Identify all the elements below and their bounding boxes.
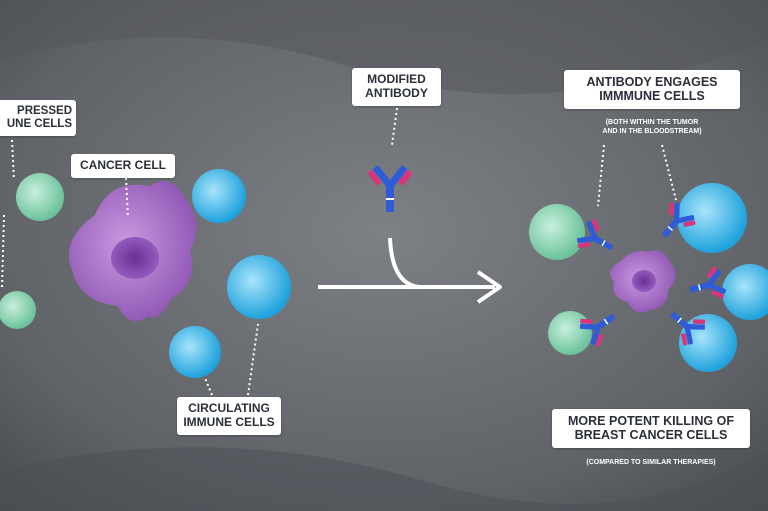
pointer-line: [391, 107, 398, 146]
circulating-immune-cell: [227, 255, 291, 319]
pointer-line: [597, 144, 605, 207]
label-line: CIRCULATING: [188, 401, 270, 415]
engaged-immune-cell: [548, 311, 592, 355]
label-line: ANTIBODY ENGAGES: [586, 75, 718, 89]
pointer-line: [1, 214, 5, 289]
label-line: PRESSED: [17, 105, 72, 117]
label-circulating-immune-cells: CIRCULATING IMMUNE CELLS: [177, 397, 281, 435]
pointer-line: [204, 377, 213, 396]
pointer-line: [11, 139, 15, 181]
engaged-immune-cell: [679, 314, 737, 372]
note-line: (BOTH WITHIN THE TUMOR: [605, 119, 699, 126]
label-more-potent-killing: MORE POTENT KILLING OF BREAST CANCER CEL…: [552, 409, 750, 448]
note-line: AND IN THE BLOODSTREAM): [602, 128, 702, 136]
process-arrow-head: [476, 270, 502, 304]
label-line: MORE POTENT KILLING OF: [568, 414, 734, 428]
label-line: CANCER CELL: [80, 158, 166, 172]
label-suppressed-immune-cells: PRESSED UNE CELLS: [0, 100, 76, 137]
label-cancer-cell: CANCER CELL: [71, 154, 175, 178]
label-line: BREAST CANCER CELLS: [574, 428, 728, 443]
note-engages: (BOTH WITHIN THE TUMOR AND IN THE BLOODS…: [572, 118, 732, 137]
circulating-immune-cell: [169, 326, 221, 378]
label-line: MODIFIED: [367, 72, 426, 86]
label-line: IMMUNE CELLS: [183, 414, 275, 429]
label-antibody-engages: ANTIBODY ENGAGES IMMMUNE CELLS: [564, 70, 740, 109]
small-cancer-cell-nucleus: [632, 270, 656, 292]
engaged-immune-cell: [722, 264, 768, 320]
suppressed-immune-cell: [16, 173, 64, 221]
circulating-immune-cell: [192, 169, 246, 223]
cancer-cell-nucleus: [111, 237, 159, 279]
note-killing: (COMPARED TO SIMILAR THERAPIES): [552, 458, 750, 467]
engaged-immune-cell: [529, 204, 585, 260]
label-line: UNE CELLS: [6, 118, 72, 131]
engaged-immune-cell: [677, 183, 747, 253]
note-line: (COMPARED TO SIMILAR THERAPIES): [586, 459, 716, 466]
suppressed-immune-cell: [0, 291, 36, 329]
pointer-line: [125, 177, 129, 219]
pointer-line: [247, 323, 259, 396]
label-line: ANTIBODY: [365, 85, 428, 100]
label-line: IMMMUNE CELLS: [599, 89, 705, 104]
label-modified-antibody: MODIFIED ANTIBODY: [352, 68, 441, 106]
